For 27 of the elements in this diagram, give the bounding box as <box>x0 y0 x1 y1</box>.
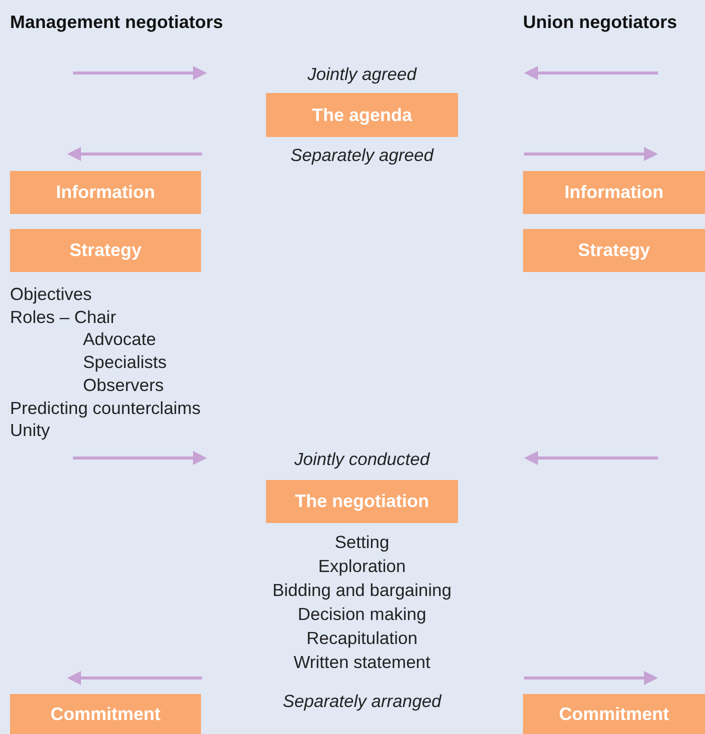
list-item: Bidding and bargaining <box>271 580 453 601</box>
list-item: Roles – Chair <box>10 306 116 328</box>
list-item: Exploration <box>317 556 407 577</box>
phase-caption: Separately arranged <box>282 691 443 712</box>
phase-caption: Separately agreed <box>289 145 435 166</box>
list-item: Specialists <box>83 352 167 374</box>
list-item: Recapitulation <box>306 628 418 649</box>
stage-box: Commitment <box>523 694 705 734</box>
list-item: Setting <box>334 532 390 553</box>
stage-box: Strategy <box>10 229 201 272</box>
list-item: Unity <box>10 420 50 442</box>
list-item: Observers <box>83 374 164 396</box>
column-heading: Management negotiators <box>10 12 224 33</box>
phase-caption: Jointly conducted <box>293 449 431 470</box>
stage-box: Strategy <box>523 229 705 272</box>
list-item: Written statement <box>292 652 432 673</box>
list-item: Objectives <box>10 284 92 305</box>
list-item: Advocate <box>83 329 156 350</box>
phase-caption: Jointly agreed <box>306 64 418 85</box>
stage-box: Information <box>10 171 201 214</box>
stage-box: The agenda <box>266 93 458 137</box>
list-item: Decision making <box>296 604 428 625</box>
stage-box: Commitment <box>10 694 201 734</box>
stage-box: The negotiation <box>266 480 458 523</box>
column-heading: Union negotiators <box>523 12 677 33</box>
list-item: Predicting counterclaims <box>10 398 201 418</box>
stage-box: Information <box>523 171 705 214</box>
